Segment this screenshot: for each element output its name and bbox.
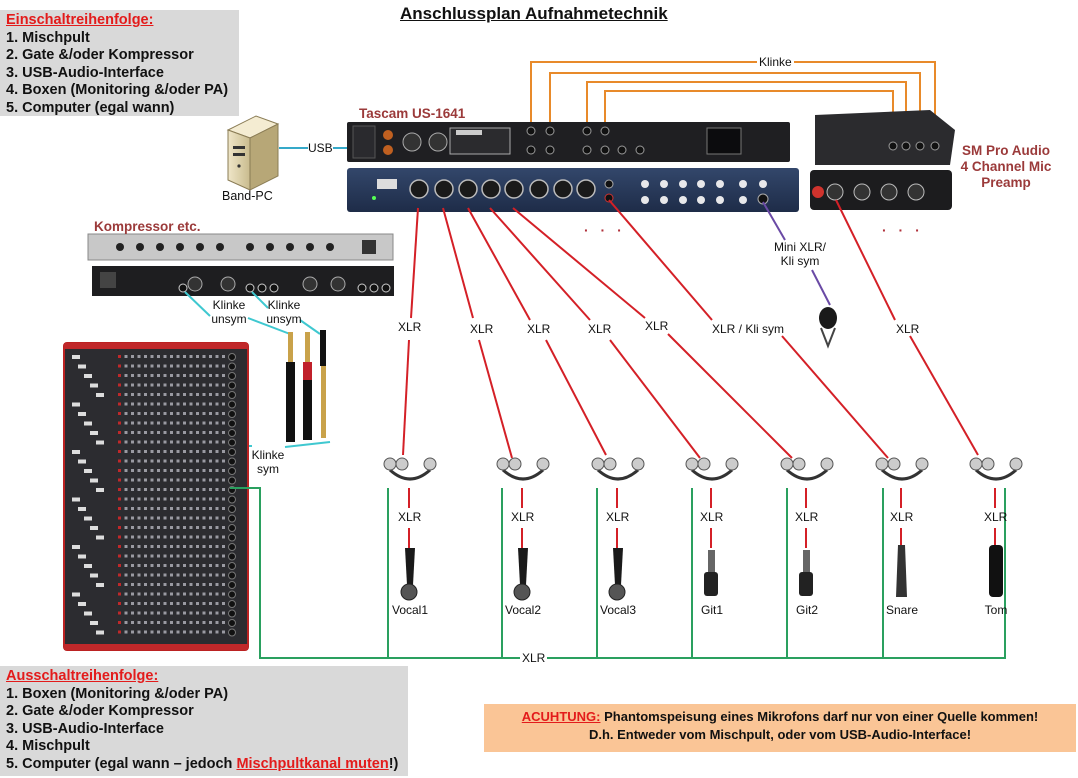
power-on-item: 3. USB-Audio-Interface [6,64,164,81]
klinke-cable-2 [549,72,921,140]
xlr-bus-label: XLR [520,651,548,665]
pc-tower-icon [226,115,280,191]
tascam-rear-panel [347,122,790,162]
phantom-power-warning: ACUHTUNG: Phantomspeisung eines Mikrofon… [484,704,1076,752]
power-on-heading: Einschaltreihenfolge: [6,12,154,28]
jack-plugs-icon [286,330,326,442]
xlr-label: XLR [984,510,1008,524]
pc-label: Band-PC [222,189,273,203]
pencil-mic-icon [896,545,907,597]
xlr-splitter-icon [496,457,550,481]
power-off-item5-text: 5. Computer (egal wann – jedoch [6,755,237,772]
mute-channel-highlight: Mischpultkanal muten [236,755,389,772]
clip-mic-icon [989,545,1003,597]
xlr-label: XLR [527,322,551,336]
vocal-mic-icon [400,548,418,601]
tascam-label: Tascam US-1641 [359,106,466,121]
mic-label: Tom [984,603,1008,617]
xlr-label: XLR [588,322,612,336]
more-inputs-indicator: · · · [882,222,924,238]
smpro-label-line: SM Pro Audio [962,143,1050,158]
compressor-units [87,233,394,296]
instrument-mic-icon [704,550,718,596]
klinke-unsym-label-1: Klinke unsym [207,298,251,326]
power-off-order: Ausschaltreihenfolge: 1. Boxen (Monitori… [0,666,408,776]
usb-label: USB [308,141,333,155]
power-on-item: 5. Computer (egal wann) [6,99,175,116]
mic-label: Snare [885,603,919,617]
klinke-sym-label: Klinke sym [248,448,288,476]
xlr-label: XLR [606,510,630,524]
tascam-front-panel [347,168,799,212]
mini-xlr-label: Mini XLR/ Kli sym [770,240,830,268]
xlr-label: XLR [700,510,724,524]
xlr-inputs [409,179,596,199]
mini-xlr-cable [762,201,786,241]
warning-line-1: Phantomspeisung eines Mikrofons darf nur… [600,709,1039,724]
klinke-unsym-label-2: Klinke unsym [262,298,306,326]
power-off-item: 1. Boxen (Monitoring &/oder PA) [6,685,229,702]
xlr-kli-sym-label: XLR / Kli sym [712,322,785,336]
cable-label-line: sym [257,462,279,476]
cable-label-line: Mini XLR/ [773,240,826,254]
power-off-item5-suffix: !) [388,755,399,772]
cable-label-line: Klinke [267,298,301,312]
power-on-item: 1. Mischpult [6,29,90,46]
cable-label-line: unsym [266,312,302,326]
vocal-mic-icon [608,548,626,601]
power-off-heading: Ausschaltreihenfolge: [6,668,159,684]
xlr-splitter-icon [383,457,437,481]
xlr-splitter-icon [780,457,834,481]
mic-label: Vocal3 [599,603,637,617]
power-on-item: 4. Boxen (Monitoring &/oder PA) [6,82,229,98]
xlr-splitter-icon [875,457,929,481]
power-off-item: 2. Gate &/oder Kompressor [6,703,194,719]
page-title: Anschlussplan Aufnahmetechnik [400,4,668,23]
xlr-label: XLR [795,510,819,524]
more-inputs-indicator: · · · [584,222,626,238]
power-on-item: 2. Gate &/oder Kompressor [6,47,194,63]
xlr-bus [230,487,1006,659]
xlr-label: XLR [398,320,422,334]
smpro-preamp [810,110,955,210]
smpro-label-line: 4 Channel Mic [960,159,1052,174]
mic-label: Vocal1 [391,603,429,617]
smpro-label: SM Pro Audio 4 Channel Mic Preamp [958,143,1054,191]
warning-line-2: D.h. Entweder vom Mischpult, oder vom US… [588,727,972,742]
power-off-item: 3. USB-Audio-Interface [6,720,164,737]
instrument-mic-icon [799,550,813,596]
warning-label: ACUHTUNG: [521,709,601,724]
klinke-cable-1 [530,61,936,140]
cable-label-line: Klinke [251,448,285,462]
power-off-item: 4. Mischpult [6,738,90,754]
cable-label-line: Kli sym [780,254,820,268]
cable-label-line: Klinke [212,298,246,312]
power-on-order: Einschaltreihenfolge: 1. Mischpult 2. Ga… [0,10,239,116]
clip-mic-icon [819,307,837,349]
xlr-label: XLR [645,319,669,333]
xlr-splitter-icon [591,457,645,481]
smpro-label-line: Preamp [981,175,1031,190]
vocal-mic-icon [513,548,531,601]
xlr-label: XLR [896,322,920,336]
xlr-label: XLR [890,510,914,524]
xlr-label: XLR [470,322,494,336]
xlr-splitter-icon [685,457,739,481]
xlr-cables-top [402,199,979,459]
mixer-console [63,342,249,651]
xlr-label: XLR [398,510,422,524]
mic-label: Git1 [700,603,723,617]
mic-label: Git2 [795,603,818,617]
klinke-cable-3 [586,81,907,140]
compressor-label: Kompressor etc. [94,219,201,234]
power-off-item: 5. Computer (egal wann – jedoch Mischpul… [6,756,402,774]
klinke-label: Klinke [757,55,794,69]
mic-label: Vocal2 [504,603,542,617]
cable-label-line: unsym [211,312,247,326]
xlr-splitter-icon [969,457,1023,481]
xlr-label: XLR [511,510,535,524]
